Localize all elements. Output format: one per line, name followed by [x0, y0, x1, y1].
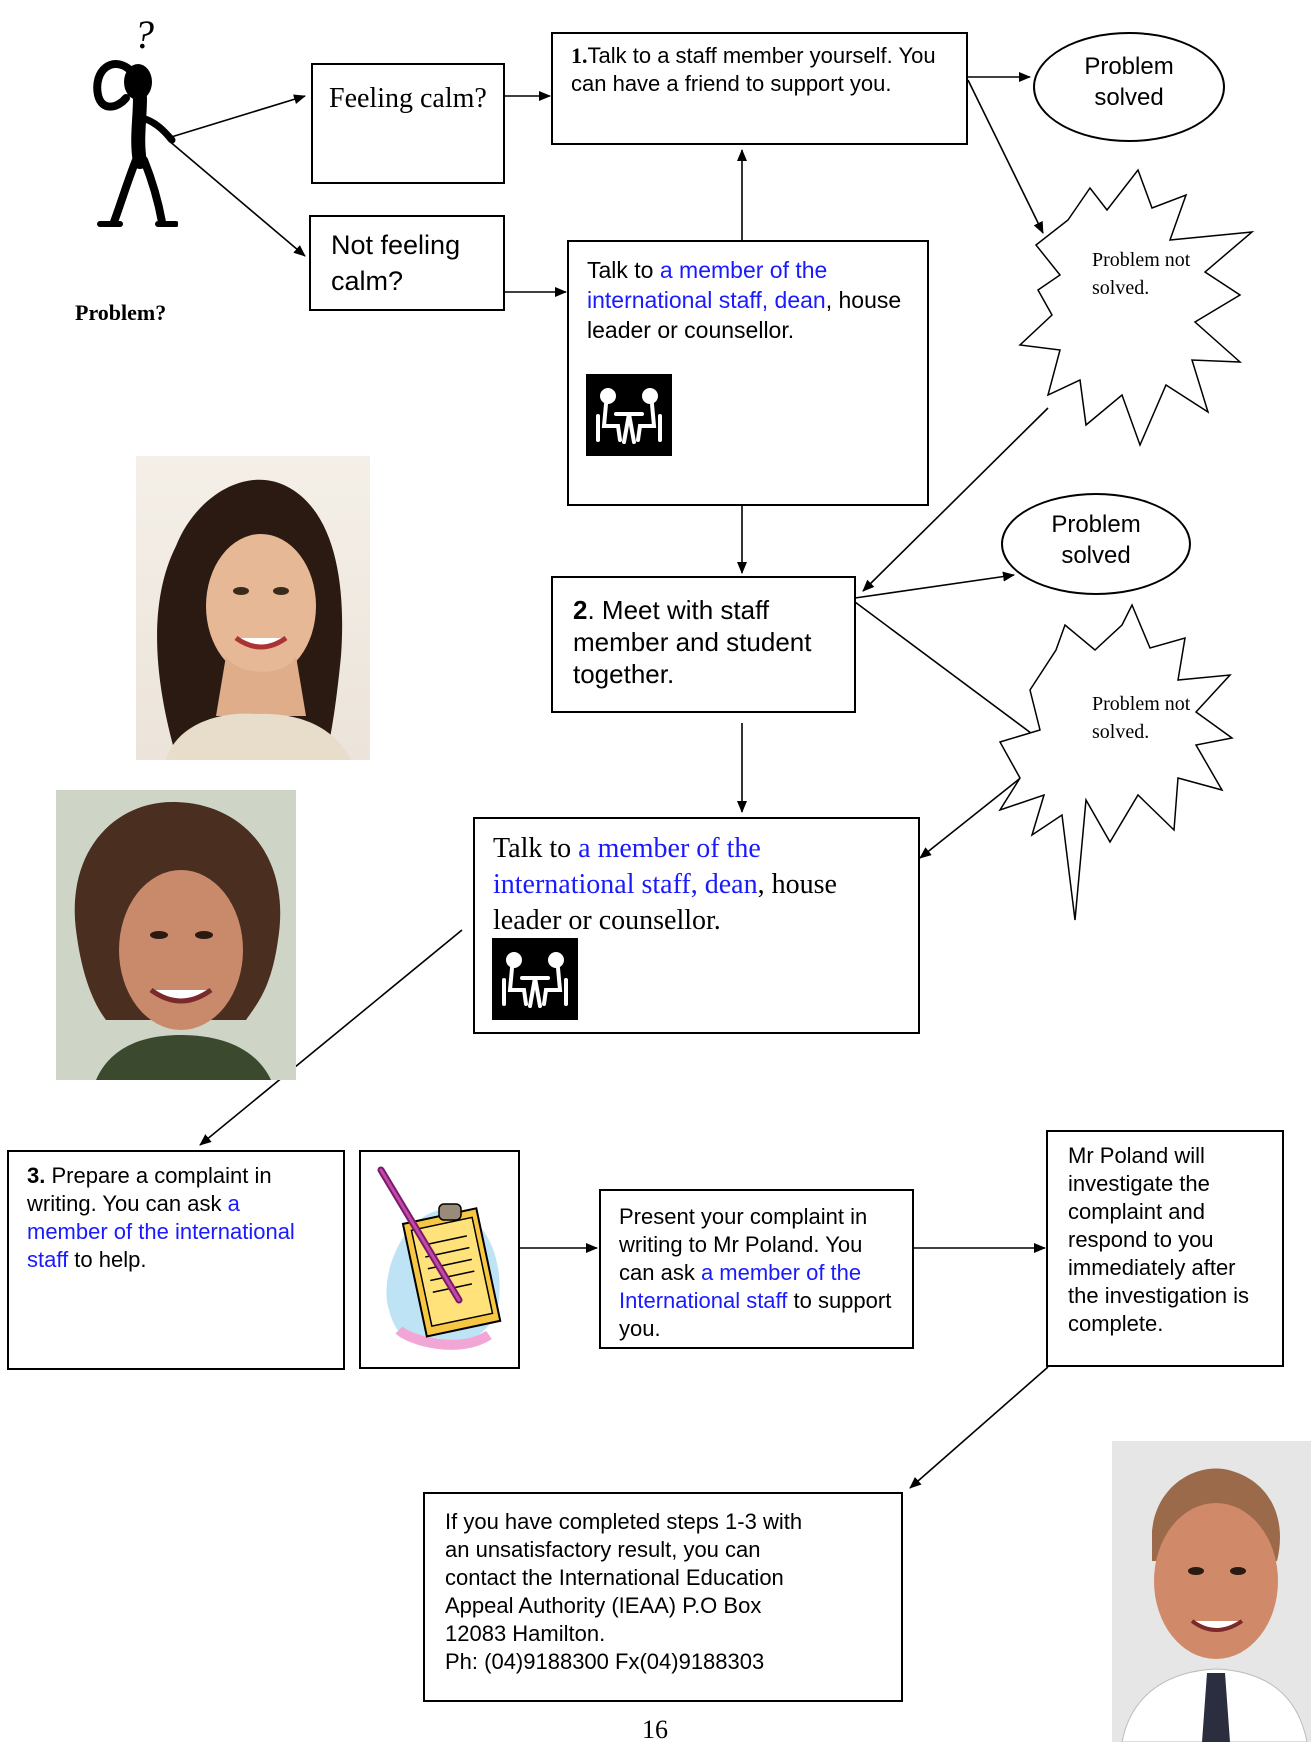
not-feeling-calm-text: Not feeling calm?	[331, 230, 461, 296]
meeting-icon	[492, 938, 578, 1020]
step1-text: Talk to a staff member yourself. You can…	[571, 43, 936, 96]
step3-prefix: Prepare a complaint in writing. You can …	[27, 1163, 272, 1216]
talk-box-2-prefix: Talk to	[493, 833, 579, 864]
step1-box: 1.Talk to a staff member yourself. You c…	[551, 32, 968, 145]
not-solved-star-2	[998, 603, 1234, 921]
staff-photo-2	[56, 790, 296, 1080]
present-complaint-box: Present your complaint in writing to Mr …	[599, 1189, 914, 1349]
present-prefix: Present your complaint in writing to Mr …	[619, 1204, 868, 1285]
appeal-line-4: Appeal Authority (IEAA) P.O Box	[445, 1593, 762, 1618]
appeal-box: If you have completed steps 1-3 with an …	[423, 1492, 903, 1702]
step2-number: 2	[573, 595, 588, 625]
not-feeling-calm-box: Not feeling calm?	[309, 215, 505, 311]
problem-not-solved-label-1: Problem not solved.	[1092, 249, 1191, 299]
problem-solved-text-2: Problem solved	[1051, 511, 1141, 569]
notepad-box	[359, 1150, 520, 1369]
appeal-line-6: Ph: (04)9188300 Fx(04)9188303	[445, 1649, 765, 1674]
question-figure-icon: ?	[93, 12, 178, 227]
problem-solved-ellipse-2: Problem solved	[1001, 493, 1191, 595]
feeling-calm-box: Feeling calm?	[311, 63, 505, 184]
notepad-icon	[377, 1166, 502, 1350]
talk-box-1-link[interactable]: a member of the international staff, dea…	[587, 257, 828, 313]
problem-not-solved-label-2: Problem not solved.	[1092, 693, 1191, 743]
problem-label: Problem?	[75, 300, 167, 325]
step1-number: 1.	[571, 43, 588, 68]
appeal-line-3: contact the International Education	[445, 1565, 784, 1590]
not-solved-star-1	[1018, 168, 1255, 448]
investigate-text: Mr Poland will investigate the complaint…	[1068, 1143, 1249, 1336]
present-suffix: to support you.	[619, 1288, 892, 1341]
step2-text: . Meet with staff member and student tog…	[573, 595, 812, 689]
feeling-calm-text: Feeling calm?	[329, 83, 487, 114]
step3-link[interactable]: a member of the international staff	[27, 1191, 295, 1272]
mr-poland-photo	[1112, 1441, 1311, 1742]
problem-solved-ellipse-1: Problem solved	[1033, 32, 1225, 142]
problem-solved-text-1: Problem solved	[1084, 53, 1174, 111]
step3-number: 3.	[27, 1163, 46, 1188]
step3-suffix: to help.	[68, 1247, 147, 1272]
step2-box: 2. Meet with staff member and student to…	[551, 576, 856, 713]
staff-photo-1	[136, 456, 370, 760]
appeal-line-5: 12083 Hamilton.	[445, 1621, 606, 1646]
present-link[interactable]: a member of the International staff	[619, 1260, 862, 1313]
appeal-line-1: If you have completed steps 1-3 with	[445, 1509, 803, 1534]
talk-box-1-suffix: , house leader or counsellor.	[587, 287, 902, 343]
step3-box: 3. Prepare a complaint in writing. You c…	[7, 1150, 345, 1370]
appeal-line-2: an unsatisfactory result, you can	[445, 1537, 761, 1562]
talk-box-1-prefix: Talk to	[587, 257, 660, 283]
talk-box-1: Talk to a member of the international st…	[567, 240, 929, 506]
talk-box-2-suffix: , house leader or counsellor.	[493, 869, 837, 936]
svg-text:?: ?	[134, 12, 154, 57]
investigate-box: Mr Poland will investigate the complaint…	[1046, 1130, 1284, 1367]
page-number: 16	[642, 1715, 668, 1742]
talk-box-2-link[interactable]: a member of the international staff, dea…	[493, 833, 761, 900]
meeting-icon	[586, 374, 672, 456]
